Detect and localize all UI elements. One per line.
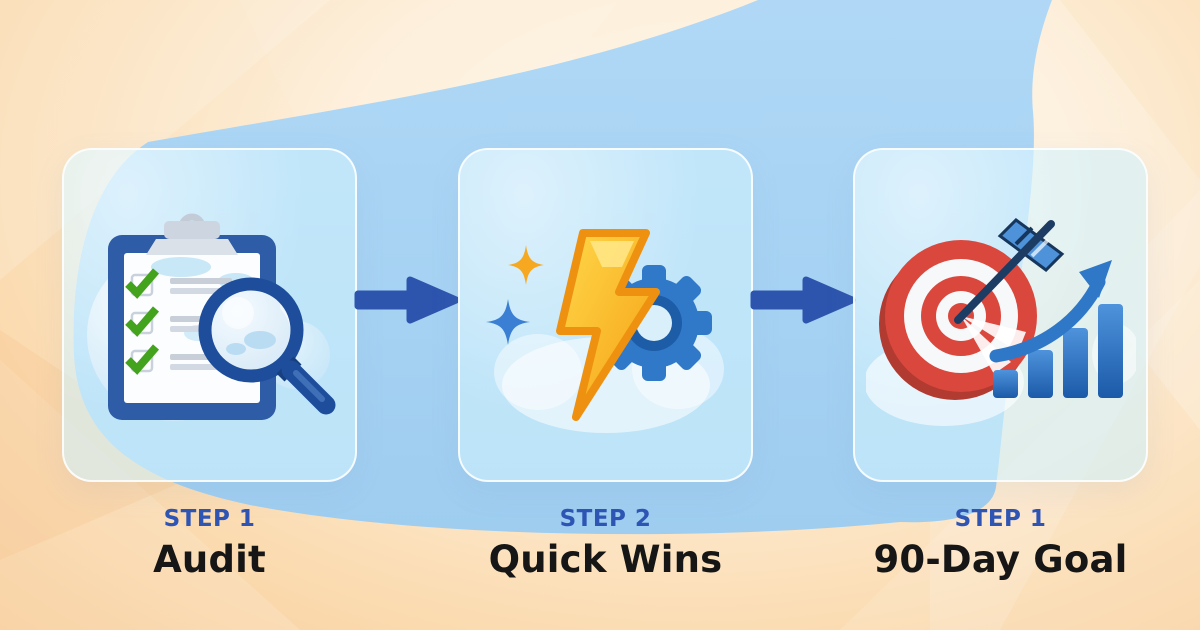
quick-wins-icon-wrap <box>460 150 751 480</box>
sparkle-star-orange <box>507 245 544 285</box>
step-label: STEP 1 <box>163 506 256 532</box>
target-dart-growth-chart-icon <box>865 218 1136 426</box>
arrow-right-icon <box>354 276 460 324</box>
arrow-right-icon <box>750 276 856 324</box>
sparkle-star-blue <box>485 299 530 345</box>
dart-arrow-glyph <box>953 218 1064 324</box>
step-title: Audit <box>153 538 266 581</box>
lightning-bolt-glyph <box>555 229 660 421</box>
step-card-90-day-goal <box>853 148 1148 482</box>
step-1-label-block: STEP 1 Audit <box>42 504 377 583</box>
lightning-bolt-gear-sparkles-icon <box>485 229 724 433</box>
growth-arrow-glyph <box>989 260 1112 363</box>
step-3-label-block: STEP 1 90-Day Goal <box>833 504 1168 583</box>
step-card-quick-wins <box>458 148 753 482</box>
step-label: STEP 2 <box>559 506 652 532</box>
step-card-audit <box>62 148 357 482</box>
clipboard-checklist-magnifier-icon <box>86 213 335 421</box>
bar-chart-glyph <box>992 304 1123 398</box>
step-title: 90-Day Goal <box>873 538 1128 581</box>
step-title: Quick Wins <box>488 538 723 581</box>
step-2-label-block: STEP 2 Quick Wins <box>438 504 773 583</box>
audit-icon-wrap <box>64 150 355 480</box>
step-label: STEP 1 <box>954 506 1047 532</box>
goal-icon-wrap <box>855 150 1146 480</box>
